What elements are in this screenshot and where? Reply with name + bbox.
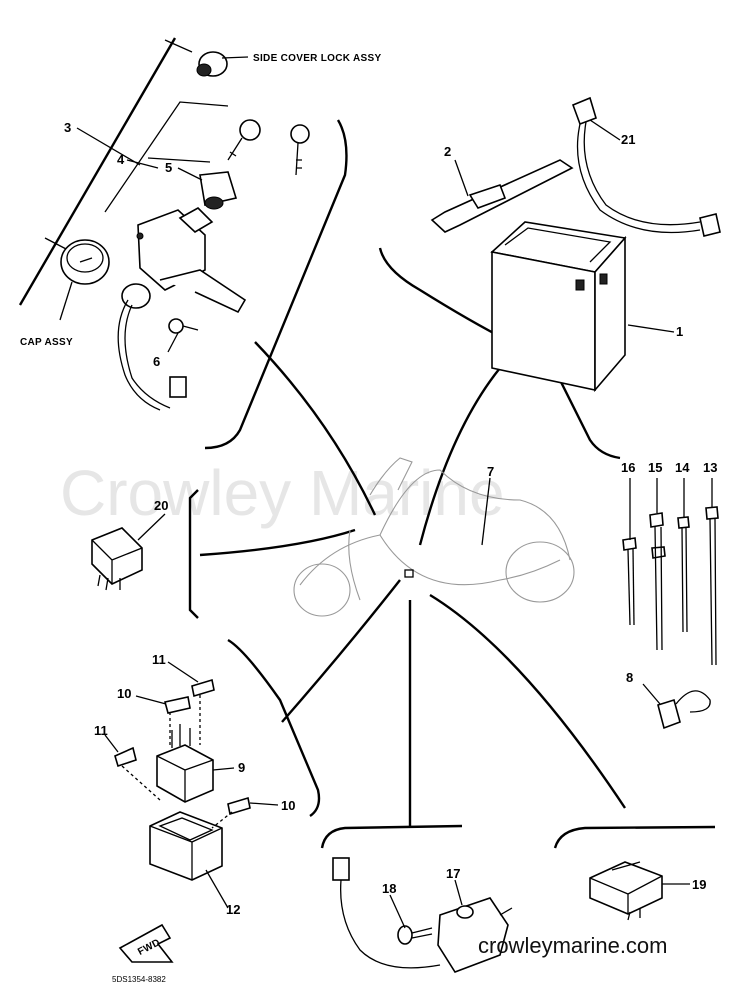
fuse-11-left xyxy=(114,746,137,768)
screw-18 xyxy=(397,925,433,945)
battery-location xyxy=(404,569,414,578)
frame-left-bracket xyxy=(18,37,177,306)
frame-tick-top xyxy=(164,39,193,53)
callout-11b: 11 xyxy=(94,723,108,738)
callout-21: 21 xyxy=(621,132,635,147)
fuse-10-top xyxy=(164,696,191,714)
frame-lock-bracket xyxy=(147,157,211,163)
cable-ties xyxy=(622,506,719,666)
callout-8: 8 xyxy=(626,670,633,685)
coupler-8 xyxy=(657,690,711,730)
relay-20 xyxy=(91,527,143,591)
switch-17 xyxy=(437,897,513,973)
relay-case-12 xyxy=(149,811,223,881)
battery-band xyxy=(430,159,574,233)
frame-tick-cap xyxy=(44,237,69,251)
leader-battery xyxy=(418,367,501,546)
relay-9 xyxy=(156,724,214,803)
callout-18: 18 xyxy=(382,881,396,896)
leader-ignition xyxy=(254,341,377,516)
label-side-cover-lock: SIDE COVER LOCK ASSY xyxy=(253,53,381,64)
callout-3: 3 xyxy=(64,120,71,135)
bolt-6 xyxy=(168,318,199,334)
callout-leaders xyxy=(59,119,713,929)
motorcycle-outline xyxy=(293,457,575,617)
leader-fuse xyxy=(281,579,401,723)
rear-wheel xyxy=(505,541,575,603)
group-frames xyxy=(18,37,716,849)
callout-6: 6 xyxy=(153,354,160,369)
switch-wire xyxy=(339,879,441,969)
fork xyxy=(348,529,361,601)
leader-relay19 xyxy=(429,593,626,809)
watermark-text: Crowley Marine xyxy=(60,457,505,529)
callout-13: 13 xyxy=(703,460,717,475)
callout-labels: SIDE COVER LOCK ASSY CAP ASSY 3 4 5 6 2 … xyxy=(20,53,717,917)
fuse-11-top xyxy=(191,678,215,698)
callout-20: 20 xyxy=(154,498,168,513)
callout-5: 5 xyxy=(165,160,172,175)
callout-9: 9 xyxy=(238,760,245,775)
cap-assy xyxy=(60,239,110,285)
callout-1: 1 xyxy=(676,324,683,339)
website-watermark: crowleymarine.com xyxy=(478,933,668,958)
battery-group xyxy=(430,96,721,393)
frame-relay20-bracket xyxy=(188,489,199,619)
leader-lines xyxy=(199,341,626,826)
callout-16: 16 xyxy=(621,460,635,475)
callout-2: 2 xyxy=(444,144,451,159)
label-cap-assy: CAP ASSY xyxy=(20,337,73,348)
frame-switch-top xyxy=(320,824,463,849)
switch-coupler xyxy=(332,857,350,881)
keys-icon xyxy=(227,119,310,176)
switch-group xyxy=(332,857,513,973)
callout-7: 7 xyxy=(487,464,494,479)
callout-17: 17 xyxy=(446,866,460,881)
leader-relay20 xyxy=(199,528,356,557)
relay-19 xyxy=(589,861,663,921)
lower-body xyxy=(379,534,561,586)
frame-key-bracket xyxy=(104,101,229,213)
frame-fuse-curve xyxy=(227,638,321,817)
callout-11a: 11 xyxy=(152,652,166,667)
callout-15: 15 xyxy=(648,460,662,475)
diagram-code: 5DS1354-8382 xyxy=(112,975,166,984)
front-wheel xyxy=(293,563,351,617)
fwd-arrow: FWD xyxy=(118,923,174,963)
callout-14: 14 xyxy=(675,460,690,475)
lock-cylinder xyxy=(199,171,238,210)
harness-leader xyxy=(481,477,491,546)
frame-relay19-top xyxy=(553,825,716,849)
callout-19: 19 xyxy=(692,877,706,892)
battery-cable xyxy=(571,96,721,237)
main-switch-body xyxy=(117,207,247,411)
fuse-group xyxy=(114,678,251,881)
body-outline xyxy=(299,469,571,586)
callout-12: 12 xyxy=(226,902,240,917)
callout-10a: 10 xyxy=(117,686,131,701)
battery xyxy=(490,221,627,393)
fuse-10-right xyxy=(227,796,251,816)
frame-ignition-curve xyxy=(204,119,348,450)
windshield xyxy=(369,457,413,496)
callout-4: 4 xyxy=(117,152,125,167)
callout-10b: 10 xyxy=(281,798,295,813)
side-cover-lock xyxy=(196,51,249,77)
ignition-group xyxy=(60,51,310,411)
